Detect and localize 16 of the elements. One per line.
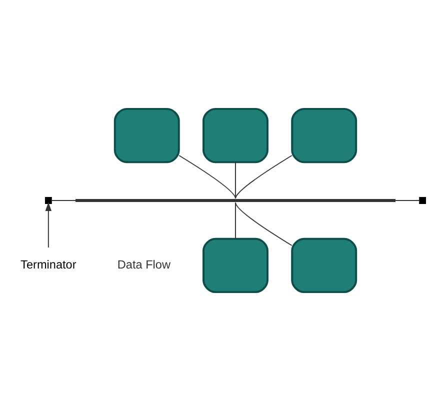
node-bar <box>76 198 396 202</box>
node-computer <box>202 107 268 163</box>
arrow <box>45 202 52 248</box>
connector <box>235 201 292 246</box>
node-computer <box>202 237 268 293</box>
node-computer <box>291 237 358 293</box>
node-box <box>419 196 426 204</box>
node-box <box>44 196 52 204</box>
connector <box>235 201 236 239</box>
node-computer <box>291 107 358 163</box>
connector <box>178 154 236 199</box>
label: Data Flow <box>117 257 170 272</box>
node-text: Terminator <box>20 257 76 272</box>
node-computer <box>114 107 180 163</box>
connector <box>235 154 292 199</box>
connector <box>235 161 236 199</box>
